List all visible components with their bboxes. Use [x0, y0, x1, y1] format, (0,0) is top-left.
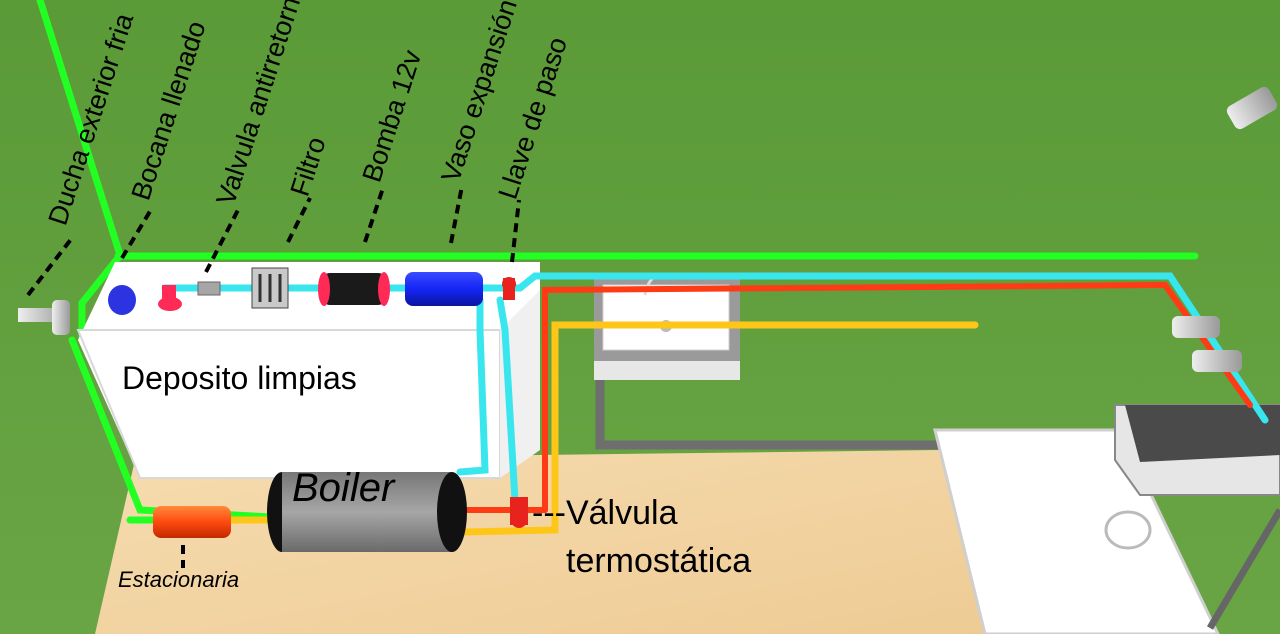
expansion-vessel [405, 272, 483, 306]
thermostatic-valve [510, 497, 528, 528]
leader-lines [26, 185, 521, 568]
shower-outlet-cap [108, 285, 136, 315]
stationary-heater [153, 506, 231, 538]
shower-tap [18, 300, 70, 335]
sink-unit [594, 273, 940, 450]
label-termostatica: termostática [566, 542, 752, 580]
label-valvula: ---Válvula [532, 494, 678, 532]
check-valve [197, 281, 221, 296]
filler-neck [158, 285, 182, 311]
shutoff-valve [502, 277, 516, 300]
label-deposito-limpias: Deposito limpias [122, 360, 357, 396]
label-estacionaria: Estacionaria [118, 567, 240, 592]
hot-water-pipes [462, 281, 1253, 513]
boiler [267, 472, 467, 552]
sink-tap [1172, 316, 1242, 372]
shower-tray [933, 428, 1220, 634]
filter [251, 267, 289, 309]
mixed-water-pipes [221, 321, 979, 536]
cooker-tap [1226, 86, 1278, 130]
cooker-unit [1114, 404, 1280, 630]
pump-12v [318, 272, 390, 306]
label-boiler: Boiler [292, 466, 395, 510]
